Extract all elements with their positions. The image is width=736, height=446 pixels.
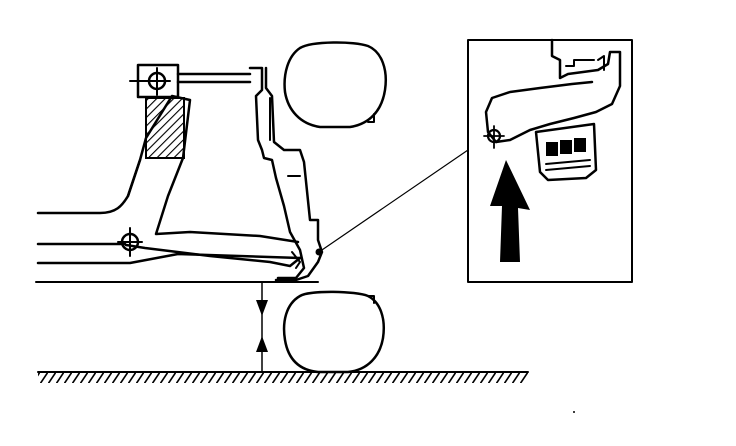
strut-assembly xyxy=(248,66,324,282)
stray-mark xyxy=(573,411,575,413)
detail-callout xyxy=(467,38,633,283)
pivot-mount xyxy=(129,63,252,99)
upper-tire xyxy=(283,41,387,129)
lower-tire xyxy=(282,290,385,374)
down-arrow xyxy=(256,300,268,316)
lower-pivot xyxy=(117,227,143,257)
measurement-arrows xyxy=(256,281,268,373)
leader-line xyxy=(315,149,469,256)
hatched-block xyxy=(145,97,185,159)
ground xyxy=(37,371,529,383)
pointer-arrow xyxy=(490,160,530,262)
up-arrow xyxy=(256,336,268,352)
